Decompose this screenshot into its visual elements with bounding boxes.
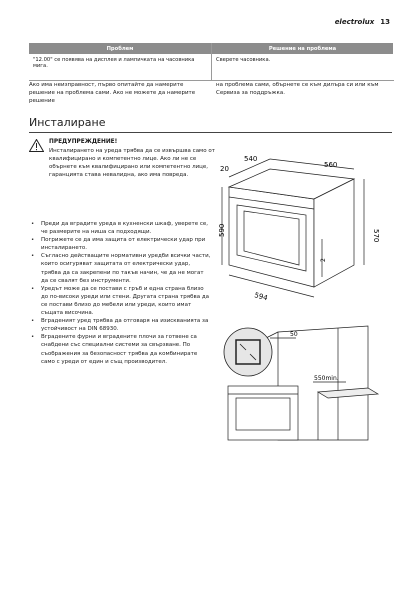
dim-label: 540 bbox=[244, 155, 257, 163]
warning-title: ПРЕДУПРЕЖДЕНИЕ! bbox=[49, 139, 118, 145]
warning-text: Инсталирането на уреда трябва да се извъ… bbox=[49, 148, 215, 178]
detail-magnifier bbox=[223, 327, 273, 377]
dim-label: 590 bbox=[218, 224, 226, 237]
table-header-row: Проблем Решение на проблема bbox=[29, 43, 394, 54]
section-divider bbox=[29, 132, 392, 133]
list-item: Вграденият уред трябва да отговаря на из… bbox=[29, 317, 211, 333]
paragraph-right: на проблема сами, обърнете се към дилъра… bbox=[216, 82, 379, 96]
table-row: "12.00" се появява на дисплея и лампичка… bbox=[29, 54, 394, 81]
dim-label: 594 bbox=[253, 291, 269, 302]
dim-label: 550min. bbox=[314, 375, 339, 382]
list-item: Съгласно действащите нормативни уредби в… bbox=[29, 252, 211, 284]
page-number: 13 bbox=[380, 18, 390, 26]
list-item: Вградените фурни и вградените плочи за г… bbox=[29, 333, 211, 365]
list-item: Погрижете се да има защита от електричес… bbox=[29, 236, 211, 252]
table-header-problem: Проблем bbox=[29, 43, 212, 54]
table-cell-solution: Сверете часовника. bbox=[211, 54, 394, 81]
cabinet-installation-diagram: 50 550min. bbox=[223, 325, 380, 441]
troubleshooting-table: Проблем Решение на проблема "12.00" се п… bbox=[29, 43, 394, 81]
paragraph-left: Ако има неизправност, първо опитайте да … bbox=[29, 82, 196, 104]
dim-label: 560 bbox=[324, 161, 337, 169]
oven-dimensions-diagram: 20 540 560 590 570 2 594 bbox=[218, 155, 380, 303]
warning-triangle-icon bbox=[29, 139, 44, 152]
instruction-list: Преди да вградите уреда в кухненски шкаф… bbox=[29, 220, 211, 366]
brand-logo: electrolux bbox=[334, 18, 375, 26]
dim-label: 20 bbox=[220, 165, 229, 173]
dim-label: 50 bbox=[290, 331, 298, 338]
dim-label: 2 bbox=[320, 258, 327, 262]
section-title: Инсталиране bbox=[29, 116, 106, 129]
list-item: Преди да вградите уреда в кухненски шкаф… bbox=[29, 220, 211, 236]
table-cell-problem: "12.00" се появява на дисплея и лампичка… bbox=[29, 54, 212, 81]
dim-label: 570 bbox=[372, 229, 380, 242]
table-header-solution: Решение на проблема bbox=[211, 43, 394, 54]
list-item: Уредът може да се постави с гръб и една … bbox=[29, 285, 211, 317]
page-header: electrolux 13 bbox=[335, 18, 390, 26]
